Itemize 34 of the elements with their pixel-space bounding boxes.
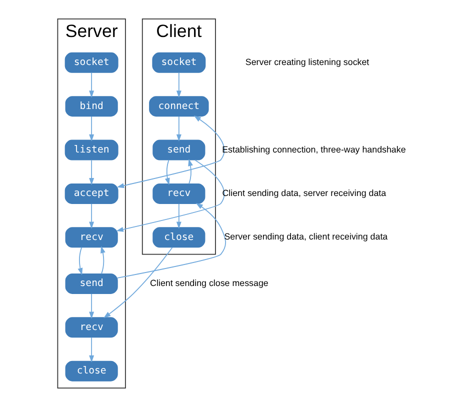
arrow — [116, 116, 225, 188]
arrow — [78, 246, 83, 276]
node-box: bind — [65, 96, 118, 117]
node-box: recv — [152, 183, 206, 204]
arrow — [176, 203, 182, 229]
arrow — [176, 72, 182, 98]
arrow — [176, 116, 182, 142]
node-box: send — [65, 273, 118, 294]
node-box: close — [152, 227, 206, 248]
arrow — [89, 203, 94, 229]
arrow — [89, 337, 94, 363]
node-box: listen — [64, 140, 118, 160]
arrow — [89, 116, 94, 142]
arrow — [104, 246, 173, 318]
node-box: connect — [149, 96, 209, 117]
node-box: recv — [65, 317, 118, 338]
node-box: recv — [65, 227, 118, 248]
label: Server creating listening socket — [245, 56, 370, 67]
arrow — [100, 246, 106, 274]
arrow — [89, 293, 94, 319]
edge-label: Client sending data, server receiving data — [222, 188, 386, 198]
arrow — [164, 160, 170, 186]
arrow — [188, 158, 193, 184]
arrow — [117, 202, 226, 278]
node-box: close — [65, 360, 118, 382]
node-box: accept — [64, 183, 118, 204]
node-box: socket — [152, 52, 206, 73]
node-box: send — [152, 140, 206, 160]
edge-label: Client sending close message — [150, 278, 268, 288]
edge-label: Server sending data, client receiving data — [224, 232, 388, 242]
arrow — [116, 160, 225, 232]
arrow — [89, 72, 94, 98]
node-box: socket — [64, 52, 118, 73]
arrow — [89, 160, 94, 186]
